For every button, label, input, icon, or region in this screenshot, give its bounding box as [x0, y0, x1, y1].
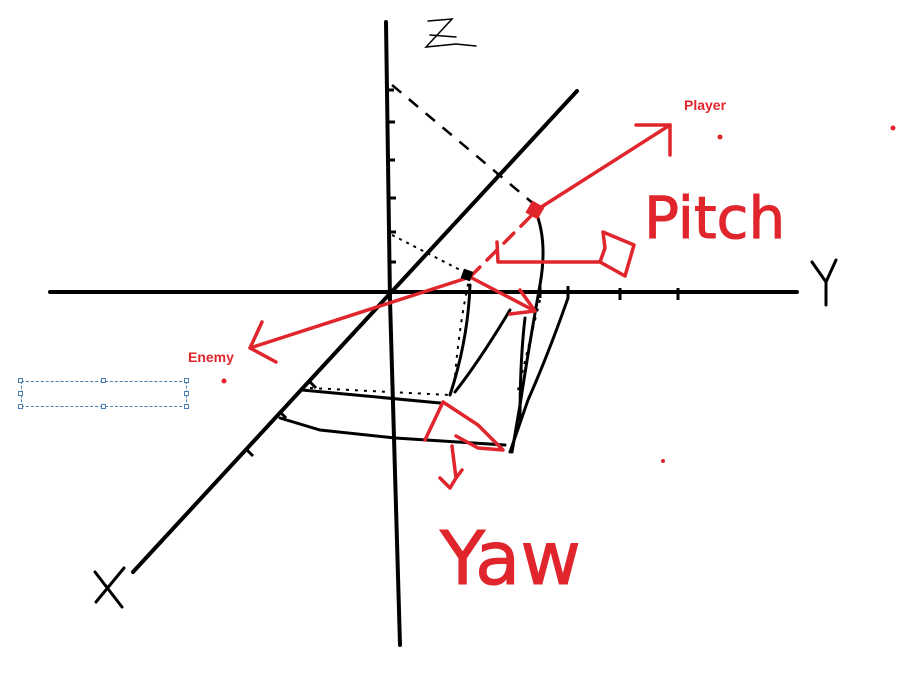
x-axis [131, 89, 579, 574]
resize-handle[interactable] [101, 404, 106, 409]
player-arrowhead [634, 123, 672, 157]
enemy-vector [248, 275, 472, 350]
yaw-down-arrow [438, 444, 464, 490]
projection-lines [278, 208, 570, 454]
player-vector [533, 123, 672, 213]
z-axis-letter [424, 18, 477, 48]
axes [48, 20, 799, 647]
resize-handle[interactable] [101, 378, 106, 383]
stray-dots [221, 125, 896, 463]
origin-marker [460, 268, 474, 282]
x-axis-letter [93, 566, 126, 609]
yaw-arc-arrow [423, 400, 505, 452]
enemy-arrowhead [248, 320, 278, 364]
resize-handle[interactable] [18, 378, 23, 383]
resize-handle[interactable] [18, 391, 23, 396]
yaw-label: Yaw [439, 516, 581, 602]
pitch-label: Pitch [644, 184, 785, 252]
z-axis [384, 20, 402, 647]
resize-handle[interactable] [184, 391, 189, 396]
resize-handle[interactable] [184, 404, 189, 409]
resize-handle[interactable] [184, 378, 189, 383]
axis-letters [93, 18, 838, 609]
red-vectors [248, 123, 672, 490]
enemy-label: Enemy [188, 349, 234, 365]
pitch-arc-arrow [495, 230, 636, 278]
y-axis-letter [810, 258, 838, 307]
player-label: Player [684, 97, 727, 113]
resize-handle[interactable] [18, 404, 23, 409]
